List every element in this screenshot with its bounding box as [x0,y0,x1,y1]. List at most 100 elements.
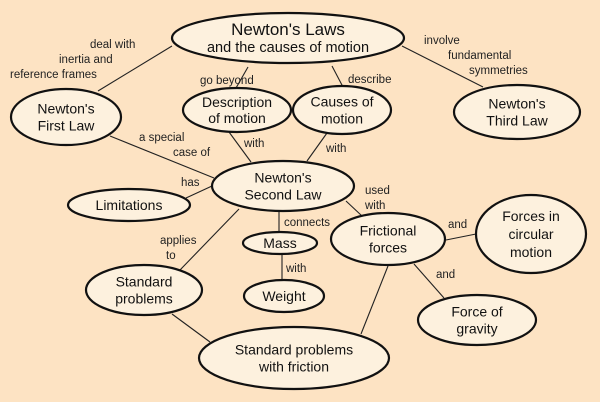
node-mass[interactable]: Mass [241,230,319,256]
edge-label: connects [284,217,330,229]
edge-laws-to-causes [331,65,344,88]
edge-label-line: and [448,219,467,231]
edge-label: has [181,177,200,189]
edge-label-line: with [243,138,264,150]
node-label: motion [321,111,363,127]
node-label: Weight [262,288,305,304]
node-label: circular [508,226,553,242]
edges-layer [97,45,484,343]
edge-label-line: applies [160,235,197,247]
node-ellipse [242,278,326,314]
node-label: Newton's [254,170,311,186]
node-label: problems [115,291,173,307]
edge-label: and [448,219,467,231]
edge-label-line: with [325,143,346,155]
node-ellipse [474,193,588,275]
node-label: Standard [116,274,173,290]
node-label: Frictional [360,223,417,239]
node-ellipse [197,325,391,391]
node-label: Limitations [96,197,163,213]
edge-laws-to-third [401,45,484,88]
node-ellipse [329,211,447,267]
node-label: First Law [38,118,96,134]
node-label: Mass [263,235,296,251]
edge-label-line: describe [348,74,391,86]
node-label: Forces in [502,208,560,224]
edge-label: go beyond [200,75,254,87]
edge-label-line: involve [424,35,460,47]
node-label: and the causes of motion [207,40,369,56]
edge-label-line: and [436,269,455,281]
edge-laws-to-first [97,45,173,92]
edge-laws-to-description [235,66,249,89]
node-label: forces [369,240,407,256]
node-label: with friction [258,359,329,375]
edge-labels-layer: deal with inertia and reference frames go b… [10,35,528,281]
edge-first-to-second [109,135,215,179]
edge-label-line: go beyond [200,75,254,87]
edge-label: with [243,138,264,150]
node-ellipse [9,87,123,147]
edge-label: describe [348,74,391,86]
node-label: of motion [208,110,266,126]
edge-label-line: case of [173,147,211,159]
node-label: Standard problems [235,342,353,358]
edge-label: with [285,263,306,275]
node-label: Newton's [488,96,545,112]
edge-label: a special case of [139,132,211,159]
edge-label-line: with [364,200,385,212]
edge-label: deal with inertia and reference frames [10,39,135,81]
node-label: Newton's [37,101,94,117]
node-label: Causes of [310,94,373,110]
node-label: Third Law [486,113,548,129]
edge-causes-to-second [306,132,328,162]
node-ellipse [170,11,406,65]
edge-label-line: has [181,177,200,189]
node-label: Force of [451,304,502,320]
edge-label-line: deal with [90,39,135,51]
node-label: Newton's Laws [231,20,345,39]
node-ellipse [416,293,538,347]
edge-description-to-second [228,131,252,163]
edge-second-to-limitations [185,185,213,199]
edge-label-line: used [365,185,390,197]
node-limitations[interactable]: Limitations [66,187,192,223]
edge-label-line: reference frames [10,69,97,81]
node-ellipse [241,230,319,256]
node-ellipse [291,84,393,136]
edge-label-line: connects [284,217,330,229]
node-label: motion [510,244,552,260]
edge-standard-to-friction_problems [171,313,211,343]
edge-label-line: with [285,263,306,275]
edge-label: and [436,269,455,281]
node-ellipse [210,159,356,213]
edge-label: applies to [160,235,197,262]
node-weight[interactable]: Weight [242,278,326,314]
node-label: Second Law [244,187,322,203]
edge-label-line: to [166,250,176,262]
node-ellipse [66,187,192,223]
node-label: gravity [456,321,497,337]
node-ellipse [84,263,204,317]
node-ellipse [181,86,293,134]
edge-second-to-standard [179,208,240,271]
edge-label-line: a special [139,132,184,144]
edge-label: with [325,143,346,155]
edge-label: used with [364,185,390,212]
edge-label-line: inertia and [59,54,113,66]
edge-second-to-frictional [345,200,363,217]
node-circular[interactable]: Forces in circular motion [474,193,588,275]
